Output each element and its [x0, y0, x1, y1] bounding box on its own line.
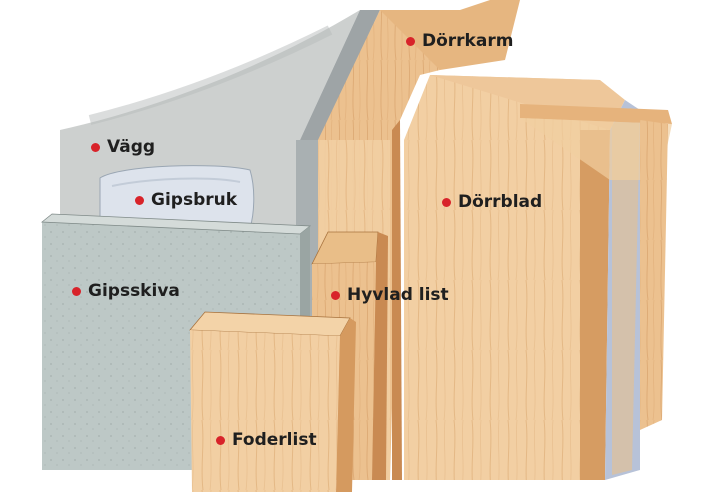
casing-trim — [189, 311, 356, 492]
marker-dot — [442, 197, 451, 207]
marker-dot — [331, 290, 340, 300]
label-vagg: Vägg — [91, 137, 155, 157]
marker-dot — [135, 195, 144, 205]
label-dorrkarm: Dörrkarm — [406, 31, 513, 51]
label-text: Vägg — [107, 137, 156, 157]
label-text: Foderlist — [232, 430, 317, 450]
label-foderlist: Foderlist — [216, 430, 317, 450]
door-leaf — [404, 75, 672, 480]
label-dorrblad: Dörrblad — [442, 192, 542, 212]
marker-dot — [216, 435, 225, 445]
label-text: Gipsbruk — [151, 190, 238, 210]
label-text: Dörrkarm — [422, 31, 514, 51]
label-gipsskiva: Gipsskiva — [72, 281, 180, 301]
marker-dot — [72, 286, 81, 296]
label-text: Gipsskiva — [88, 281, 180, 301]
gypsum-mortar — [99, 165, 255, 229]
marker-dot — [91, 142, 100, 152]
label-text: Dörrblad — [458, 192, 543, 212]
marker-dot — [406, 36, 415, 46]
label-gipsbruk: Gipsbruk — [135, 190, 237, 210]
label-hyvlad-list: Hyvlad list — [331, 285, 449, 305]
label-text: Hyvlad list — [347, 285, 449, 305]
